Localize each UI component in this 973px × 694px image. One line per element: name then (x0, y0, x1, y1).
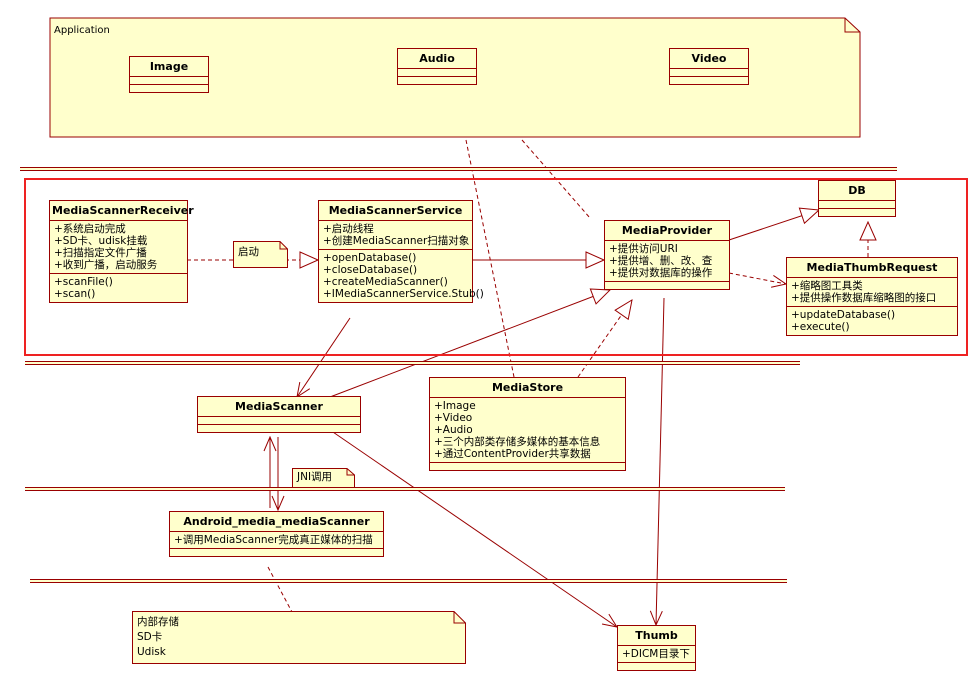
android-scanner-attributes: +调用MediaScanner完成真正媒体的扫描 (170, 532, 383, 549)
separator-3 (25, 487, 785, 491)
class-thumb-request-name: MediaThumbRequest (787, 258, 957, 278)
class-media-provider[interactable]: MediaProvider +提供访问URI +提供增、删、改、查 +提供对数据… (604, 220, 730, 290)
assoc-scanner-thumb (329, 429, 617, 627)
class-video-name: Video (670, 49, 748, 69)
class-android-media-scanner[interactable]: Android_media_mediaScanner +调用MediaScann… (169, 511, 384, 557)
note-jni: JNI调用 (292, 468, 355, 488)
note-start: 启动 (233, 241, 288, 268)
class-provider-name: MediaProvider (605, 221, 729, 241)
assoc-scanner-provider (329, 290, 610, 398)
package-fold (844, 18, 860, 33)
thumb-attributes: +DICM目录下 (618, 646, 695, 663)
class-media-store[interactable]: MediaStore +Image +Video +Audio +三个内部类存储… (429, 377, 626, 471)
store-attributes: +Image +Video +Audio +三个内部类存储多媒体的基本信息 +通… (430, 398, 625, 463)
class-thumb[interactable]: Thumb +DICM目录下 (617, 625, 696, 671)
class-thumb-name: Thumb (618, 626, 695, 646)
class-service-name: MediaScannerService (319, 201, 472, 221)
note-storage: 内部存储 SD卡 Udisk (132, 611, 466, 664)
class-image[interactable]: Image (129, 56, 209, 93)
class-store-name: MediaStore (430, 378, 625, 398)
dep-provider-thumbrequest (728, 272, 786, 284)
class-android-scanner-name: Android_media_mediaScanner (170, 512, 383, 532)
class-receiver-name: MediaScannerReceiver (50, 201, 194, 221)
class-scanner-name: MediaScanner (198, 397, 360, 417)
assoc-provider-db (728, 210, 819, 241)
class-media-scanner-receiver[interactable]: MediaScannerReceiver +系统启动完成 +SD卡、udisk挂… (49, 200, 194, 303)
dep-android-storage (267, 566, 293, 613)
dep-audio-store (465, 139, 515, 378)
class-video[interactable]: Video (669, 48, 749, 85)
class-audio[interactable]: Audio (397, 48, 477, 85)
note-jni-text: JNI调用 (297, 471, 333, 483)
note-start-shape (233, 241, 288, 268)
receiver-attributes: +系统启动完成 +SD卡、udisk挂载 +扫描指定文件广播 +收到广播，启动服… (50, 221, 187, 274)
thumb-request-operations: +updateDatabase() +execute() (791, 309, 896, 333)
note-start-text: 启动 (238, 246, 259, 258)
class-db[interactable]: DB (818, 180, 896, 217)
provider-attributes: +提供访问URI +提供增、删、改、查 +提供对数据库的操作 (605, 241, 729, 282)
separator-1 (20, 167, 897, 171)
class-audio-name: Audio (398, 49, 476, 69)
service-attributes: +启动线程 +创建MediaScanner扫描对象 (319, 221, 472, 250)
application-package-label: Application (54, 25, 110, 36)
separator-4 (30, 579, 787, 583)
assoc-provider-thumb (656, 297, 665, 625)
note-jni-shape (292, 468, 355, 488)
class-media-thumb-request[interactable]: MediaThumbRequest +缩略图工具类 +提供操作数据库缩略图的接口… (786, 257, 958, 336)
separator-2 (25, 361, 800, 365)
class-image-name: Image (130, 57, 208, 77)
class-media-scanner[interactable]: MediaScanner (197, 396, 361, 433)
service-operations: +openDatabase() +closeDatabase() +create… (323, 252, 484, 300)
class-db-name: DB (819, 181, 895, 201)
assoc-service-scanner (297, 317, 351, 397)
note-storage-shape (132, 611, 466, 664)
highlight-frame (24, 178, 968, 356)
class-media-scanner-service[interactable]: MediaScannerService +启动线程 +创建MediaScanne… (318, 200, 484, 303)
thumb-request-attributes: +缩略图工具类 +提供操作数据库缩略图的接口 (787, 278, 957, 307)
note-storage-text: 内部存储 SD卡 Udisk (137, 616, 179, 658)
receiver-operations: +scanFile() +scan() (54, 276, 113, 300)
